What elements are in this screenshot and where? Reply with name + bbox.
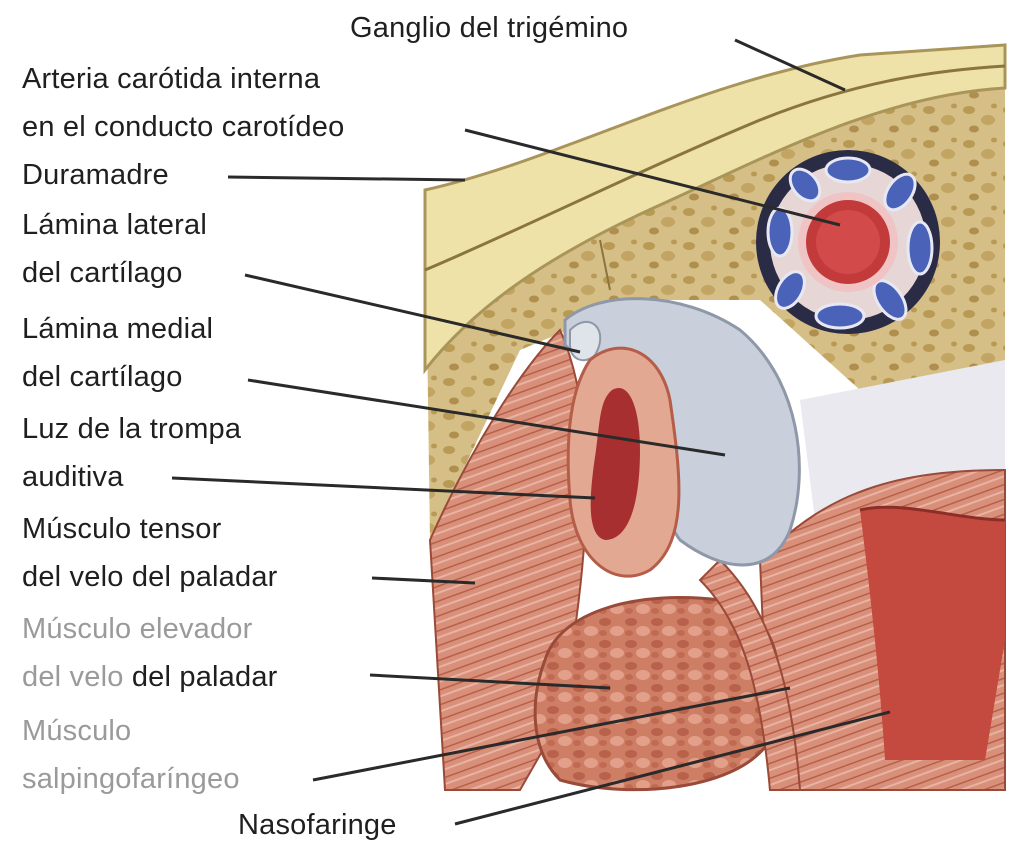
label-lamina-lateral-line2: del cartílago	[22, 256, 183, 290]
label-elevador-line1: Músculo elevador	[22, 612, 253, 646]
label-tensor-line1: Músculo tensor	[22, 512, 221, 546]
label-arteria-line2: en el conducto carotídeo	[22, 110, 344, 144]
label-nasofaringe: Nasofaringe	[238, 808, 397, 842]
label-lamina-medial-line2: del cartílago	[22, 360, 183, 394]
label-arteria-line1: Arteria carótida interna	[22, 62, 320, 96]
label-salpingo-line1: Músculo	[22, 714, 131, 748]
label-duramadre: Duramadre	[22, 158, 169, 192]
label-elevador-part-a: del velo	[22, 661, 124, 693]
leader-duramadre	[228, 177, 465, 180]
label-elevador-part-b: del paladar	[124, 661, 278, 693]
label-lamina-medial-line1: Lámina medial	[22, 312, 213, 346]
label-luz-line2: auditiva	[22, 460, 124, 494]
label-luz-line1: Luz de la trompa	[22, 412, 241, 446]
label-ganglio: Ganglio del trigémino	[350, 11, 628, 45]
label-elevador-line2: del velo del paladar	[22, 660, 278, 694]
label-lamina-lateral-line1: Lámina lateral	[22, 208, 207, 242]
label-salpingo-line2: salpingofaríngeo	[22, 762, 240, 796]
label-tensor-line2: del velo del paladar	[22, 560, 278, 594]
